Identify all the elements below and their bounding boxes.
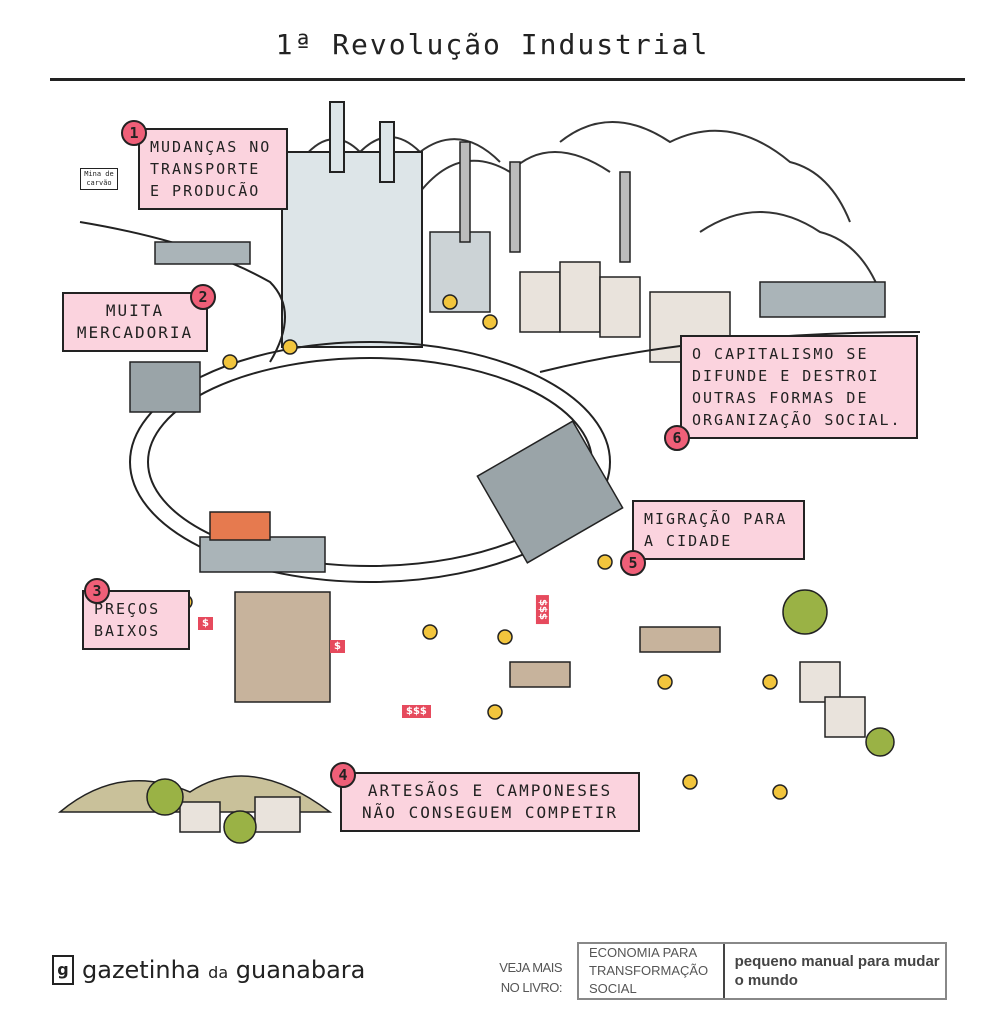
book-logo-icon: g: [52, 955, 74, 985]
step-3-badge: 3: [84, 578, 110, 604]
logo-da: da: [208, 963, 229, 982]
publisher-logo: g gazetinha da guanabara: [52, 955, 365, 985]
city: [429, 141, 731, 363]
price-tag: $: [330, 640, 345, 653]
illustration: [57, 101, 921, 844]
price-tag: $$$: [535, 595, 549, 624]
step-2-badge: 2: [190, 284, 216, 310]
factory: [281, 101, 423, 348]
logo-end: guanabara: [235, 956, 366, 984]
step-5-box: Migração para a cidade: [632, 500, 805, 560]
step-1-badge: 1: [121, 120, 147, 146]
step-2-box: Muita mercadoria: [62, 292, 208, 352]
price-tag: $$$: [402, 705, 431, 718]
step-6-box: O capitalismo se difunde e destroi outra…: [680, 335, 918, 439]
step-5-badge: 5: [620, 550, 646, 576]
houses-and-hills: [57, 589, 895, 844]
mine-sign: Mina de carvão: [80, 168, 118, 190]
step-4-badge: 4: [330, 762, 356, 788]
logo-text: gazetinha da guanabara: [82, 956, 365, 984]
page-title: 1ª Revolução Industrial: [275, 28, 710, 61]
book-series: ECONOMIA PARA TRANSFORMAÇÃO SOCIAL: [579, 944, 725, 998]
see-more-label: VEJA MAIS NO LIVRO:: [499, 960, 562, 995]
logo-main: gazetinha: [82, 956, 201, 984]
book-title: pequeno manual para mudar o mundo: [734, 953, 940, 989]
step-6-badge: 6: [664, 425, 690, 451]
price-tag: $: [198, 617, 213, 630]
title-divider: [50, 78, 965, 81]
step-4-box: Artesãos e camponeses não conseguem comp…: [340, 772, 640, 832]
book-reference: ECONOMIA PARA TRANSFORMAÇÃO SOCIAL peque…: [577, 942, 947, 1000]
trains: [129, 241, 886, 573]
step-1-box: Mudanças no transporte e producão: [138, 128, 288, 210]
market-stall: [234, 591, 721, 703]
